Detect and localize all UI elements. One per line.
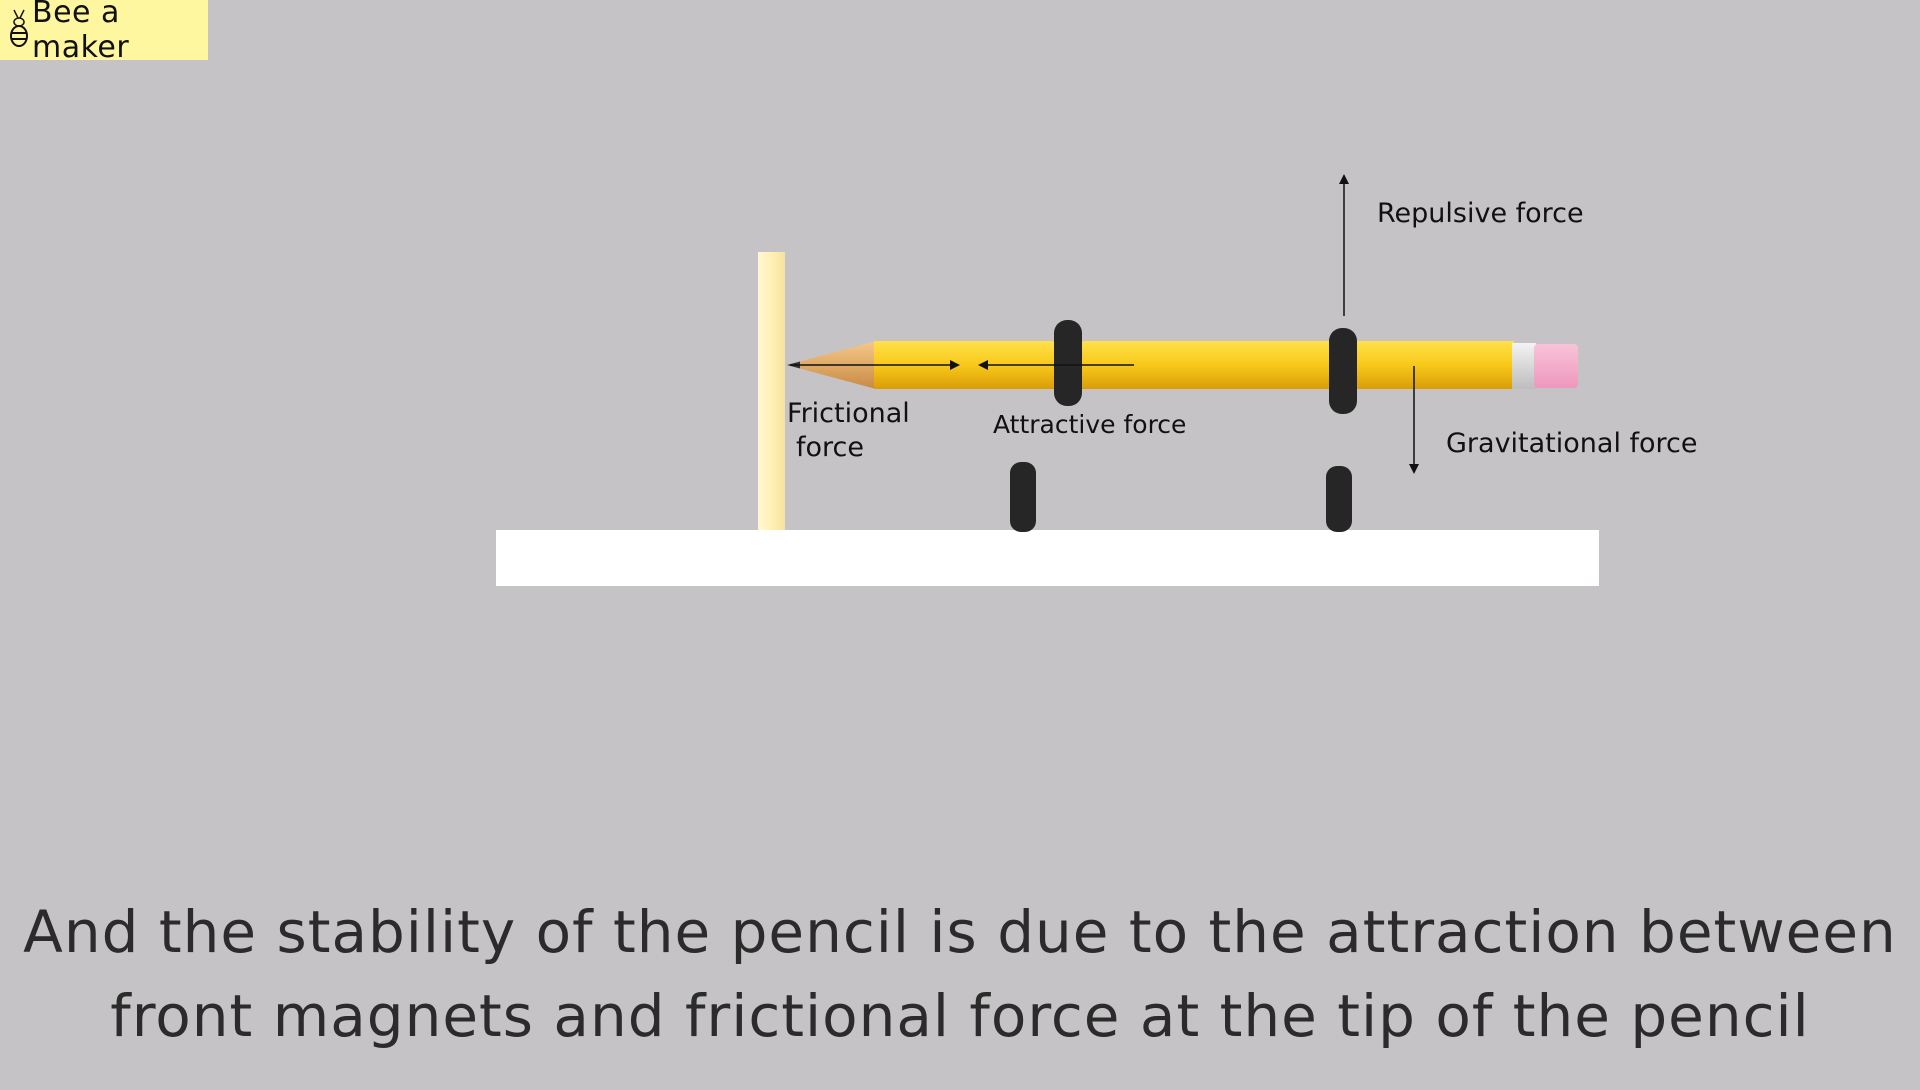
caption-line-1: And the stability of the pencil is due t… xyxy=(23,898,1897,966)
attractive-force-label: Attractive force xyxy=(993,410,1186,439)
pencil-ferrule xyxy=(1512,343,1536,389)
stopper-wall xyxy=(758,252,785,530)
base-board xyxy=(496,530,1599,586)
caption-line-2: front magnets and frictional force at th… xyxy=(110,982,1810,1050)
gravitational-force-label: Gravitational force xyxy=(1446,428,1698,459)
base-magnet-rear xyxy=(1326,466,1352,532)
pencil-ring-magnet-front xyxy=(1054,320,1082,406)
pencil-eraser xyxy=(1534,344,1578,388)
bee-icon xyxy=(10,9,28,47)
pencil-body xyxy=(874,341,1514,389)
logo-text: Bee a maker xyxy=(32,0,130,65)
frictional-force-label-line2: force xyxy=(796,432,864,463)
subtitle-caption: And the stability of the pencil is due t… xyxy=(0,890,1920,1058)
repulsive-force-label: Repulsive force xyxy=(1377,198,1584,229)
frictional-force-label-line1: Frictional xyxy=(787,398,910,429)
logo-badge: Bee a maker xyxy=(0,0,208,65)
pencil-ring-magnet-rear xyxy=(1329,328,1357,414)
base-magnet-front xyxy=(1010,462,1036,532)
